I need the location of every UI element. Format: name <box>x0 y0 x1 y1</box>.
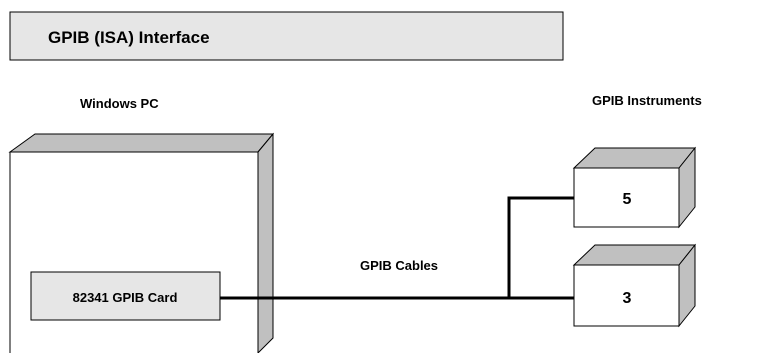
instrument-address: 5 <box>623 191 632 208</box>
gpib-cables <box>220 198 578 298</box>
pc-title: Windows PC <box>80 96 159 111</box>
cables-label: GPIB Cables <box>360 258 438 273</box>
instrument-box: 3 <box>574 245 695 326</box>
pc-box-side <box>258 134 273 353</box>
instrument-address: 3 <box>623 290 632 307</box>
pc-box-front <box>10 152 258 353</box>
cable-branch <box>509 198 578 298</box>
header-title: GPIB (ISA) Interface <box>48 28 210 47</box>
header-banner: GPIB (ISA) Interface <box>10 12 563 60</box>
instruments-title: GPIB Instruments <box>592 93 702 108</box>
gpib-card-label: 82341 GPIB Card <box>73 290 178 305</box>
gpib-card: 82341 GPIB Card <box>31 272 220 320</box>
instrument-top <box>574 245 695 265</box>
pc-box-top <box>10 134 273 152</box>
instrument-top <box>574 148 695 168</box>
instrument-box: 5 <box>574 148 695 227</box>
